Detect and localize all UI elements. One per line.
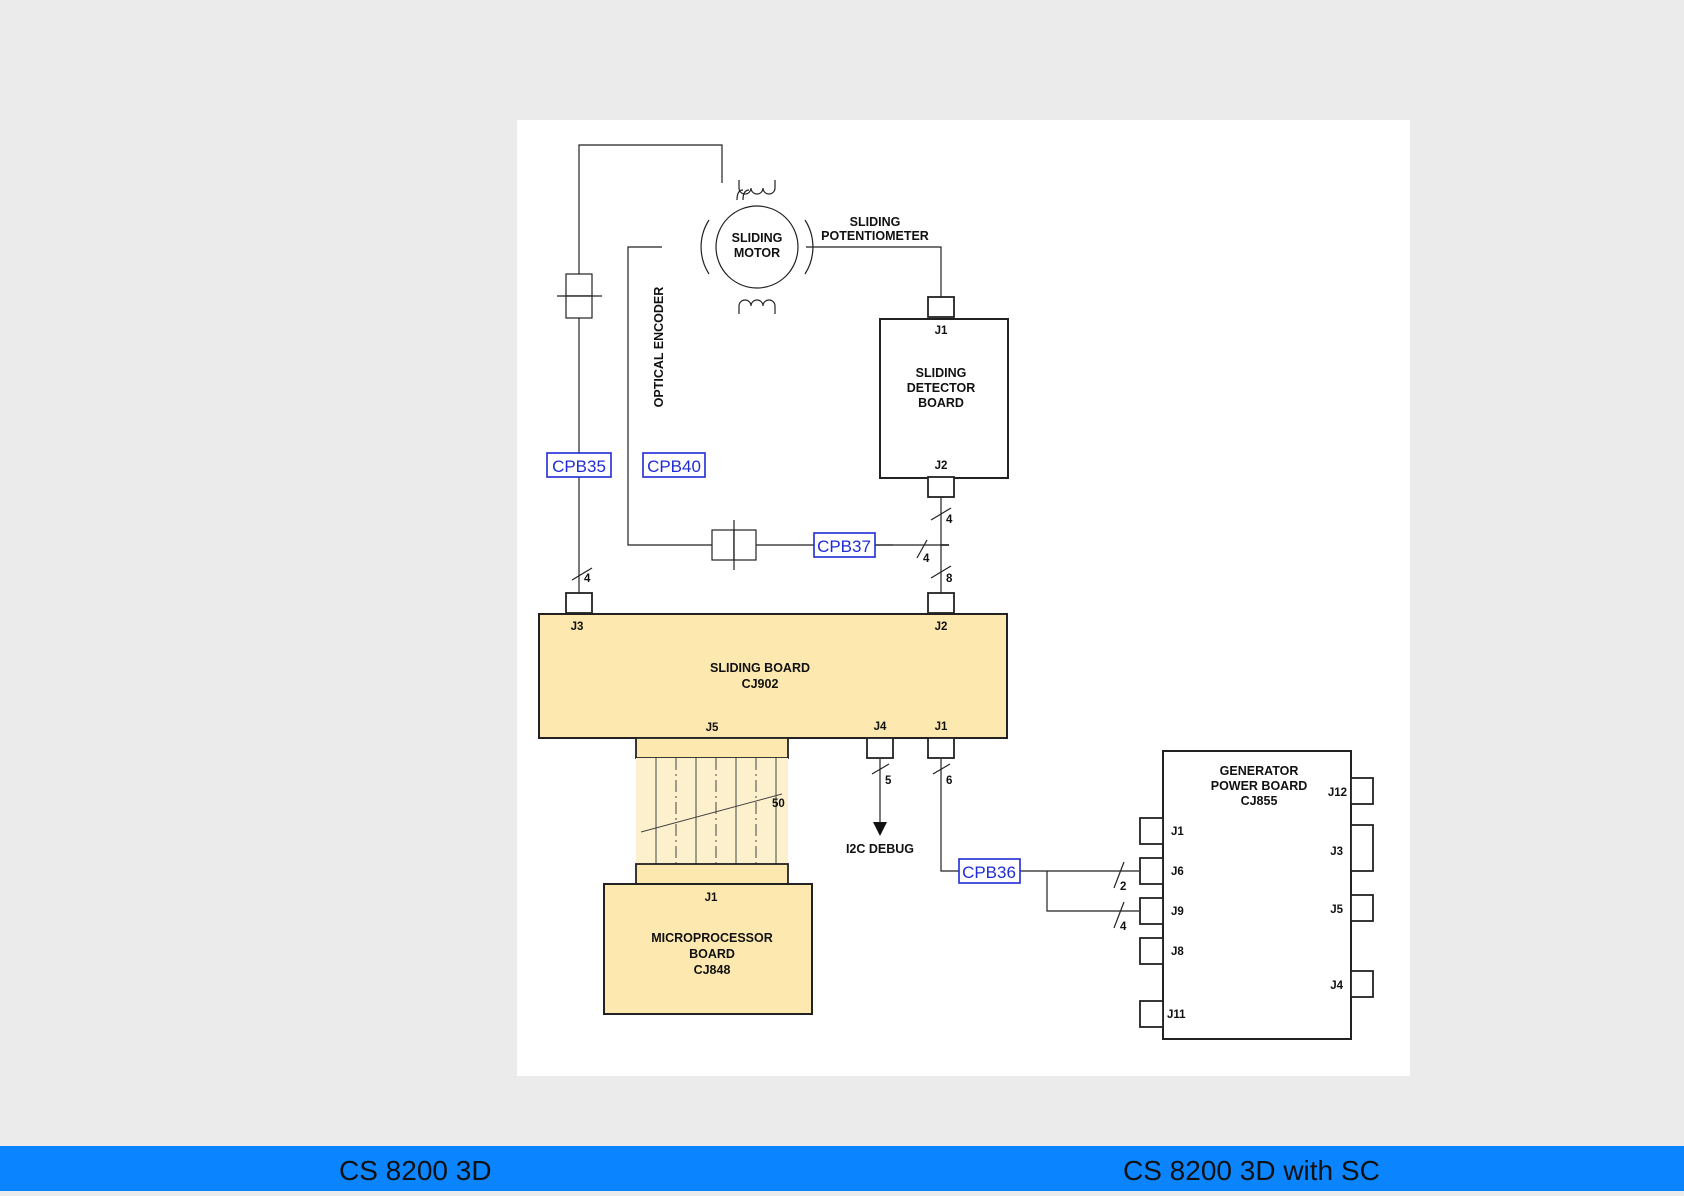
wire-motor-to-j3 xyxy=(579,145,722,593)
sb-j5-connector xyxy=(636,738,788,758)
cpb36-tag: CPB36 xyxy=(962,863,1016,882)
sb-j3-label: J3 xyxy=(571,621,584,633)
footer-tab-bar: CS 8200 3D CS 8200 3D with SC xyxy=(0,1146,1684,1191)
encoder-connector-right xyxy=(734,530,756,560)
detector-label-1: SLIDING xyxy=(916,366,967,380)
gen-label-1: GENERATOR xyxy=(1220,764,1299,778)
gen-j5-label: J5 xyxy=(1330,904,1343,916)
motor-label-2: MOTOR xyxy=(734,246,780,260)
gen-j4-connector xyxy=(1351,971,1373,997)
tab-cs8200-3d-with-sc[interactable]: CS 8200 3D with SC xyxy=(1123,1146,1380,1191)
gen-j11-label: J11 xyxy=(1167,1009,1186,1021)
gen-j9-connector xyxy=(1140,898,1163,924)
gen-j6-connector xyxy=(1140,858,1163,884)
wire-encoder xyxy=(628,247,721,545)
detector-j2-label: J2 xyxy=(935,460,948,472)
motor-label-1: SLIDING xyxy=(732,231,783,245)
gen-j3-label: J3 xyxy=(1330,846,1343,858)
gen-j3-connector xyxy=(1351,825,1373,871)
sb-j1-connector xyxy=(928,738,954,758)
mp-label-2: BOARD xyxy=(689,947,735,961)
gen-label-2: POWER BOARD xyxy=(1211,779,1308,793)
sb-j4-connector xyxy=(867,738,893,758)
potentiometer-label-2: POTENTIOMETER xyxy=(821,229,929,243)
sliding-board-label-1: SLIDING BOARD xyxy=(710,661,810,675)
detector-label-3: BOARD xyxy=(918,396,964,410)
diagram-panel: SLIDING MOTOR SLIDING POTENTIOMETER OPTI… xyxy=(517,120,1410,1076)
motor-arc-left xyxy=(701,220,709,274)
cpb37-tag: CPB37 xyxy=(817,537,871,556)
sliding-board-label-2: CJ902 xyxy=(742,677,779,691)
sb-j1-label: J1 xyxy=(935,721,948,733)
wire-count-j3: 4 xyxy=(584,573,591,585)
detector-j1-label: J1 xyxy=(935,325,948,337)
gen-j6-label: J6 xyxy=(1171,866,1184,878)
cpb40-tag: CPB40 xyxy=(647,457,701,476)
sliding-board xyxy=(539,593,1007,758)
gen-j1-label: J1 xyxy=(1171,826,1184,838)
debug-arrow xyxy=(873,822,887,836)
sb-j4-label: J4 xyxy=(874,721,887,733)
gen-j11-connector xyxy=(1140,1001,1163,1027)
i2c-debug-label: I2C DEBUG xyxy=(846,842,914,856)
wire-count-j6: 2 xyxy=(1120,881,1126,893)
gen-label-3: CJ855 xyxy=(1241,794,1278,808)
block-diagram: SLIDING MOTOR SLIDING POTENTIOMETER OPTI… xyxy=(517,120,1410,1076)
cpb35-connector-bottom xyxy=(566,296,592,318)
gen-j8-label: J8 xyxy=(1171,946,1184,958)
wire-count-j9: 4 xyxy=(1120,921,1127,933)
wire-count-sb-j2: 8 xyxy=(946,573,953,585)
cpb35-tag: CPB35 xyxy=(552,457,606,476)
wire-count-j1: 6 xyxy=(946,775,952,787)
gen-j9-label: J9 xyxy=(1171,906,1184,918)
sb-j3-connector xyxy=(566,593,592,613)
wire-count-ribbon: 50 xyxy=(772,798,785,810)
gen-j4-label: J4 xyxy=(1330,980,1343,992)
mp-label-1: MICROPROCESSOR xyxy=(651,931,773,945)
ribbon-cable xyxy=(636,758,788,884)
potentiometer-label-1: SLIDING xyxy=(850,215,901,229)
sb-j2-connector xyxy=(928,593,954,613)
detector-label-2: DETECTOR xyxy=(907,381,976,395)
mp-j1-label: J1 xyxy=(705,892,718,904)
mp-label-3: CJ848 xyxy=(694,963,731,977)
encoder-connector-left xyxy=(712,530,734,560)
gen-j1-connector xyxy=(1140,818,1163,844)
wire-count-j4: 5 xyxy=(885,775,892,787)
wire-count-cpb37: 4 xyxy=(923,553,930,565)
cpb35-connector-top xyxy=(566,274,592,296)
wire-potentiometer xyxy=(806,247,941,297)
mp-j1-connector xyxy=(636,864,788,884)
optical-encoder-label: OPTICAL ENCODER xyxy=(652,287,666,408)
detector-j1-connector xyxy=(928,297,954,317)
wire-count-detector-j2: 4 xyxy=(946,514,953,526)
gen-j5-connector xyxy=(1351,895,1373,921)
sb-j5-label: J5 xyxy=(706,722,719,734)
gen-j12-label: J12 xyxy=(1328,787,1347,799)
sb-j2-label: J2 xyxy=(935,621,948,633)
gen-j8-connector xyxy=(1140,938,1163,964)
gen-j12-connector xyxy=(1351,778,1373,804)
tab-cs8200-3d[interactable]: CS 8200 3D xyxy=(339,1146,492,1191)
detector-j2-connector xyxy=(928,477,954,497)
motor-coil-bottom xyxy=(739,300,775,306)
